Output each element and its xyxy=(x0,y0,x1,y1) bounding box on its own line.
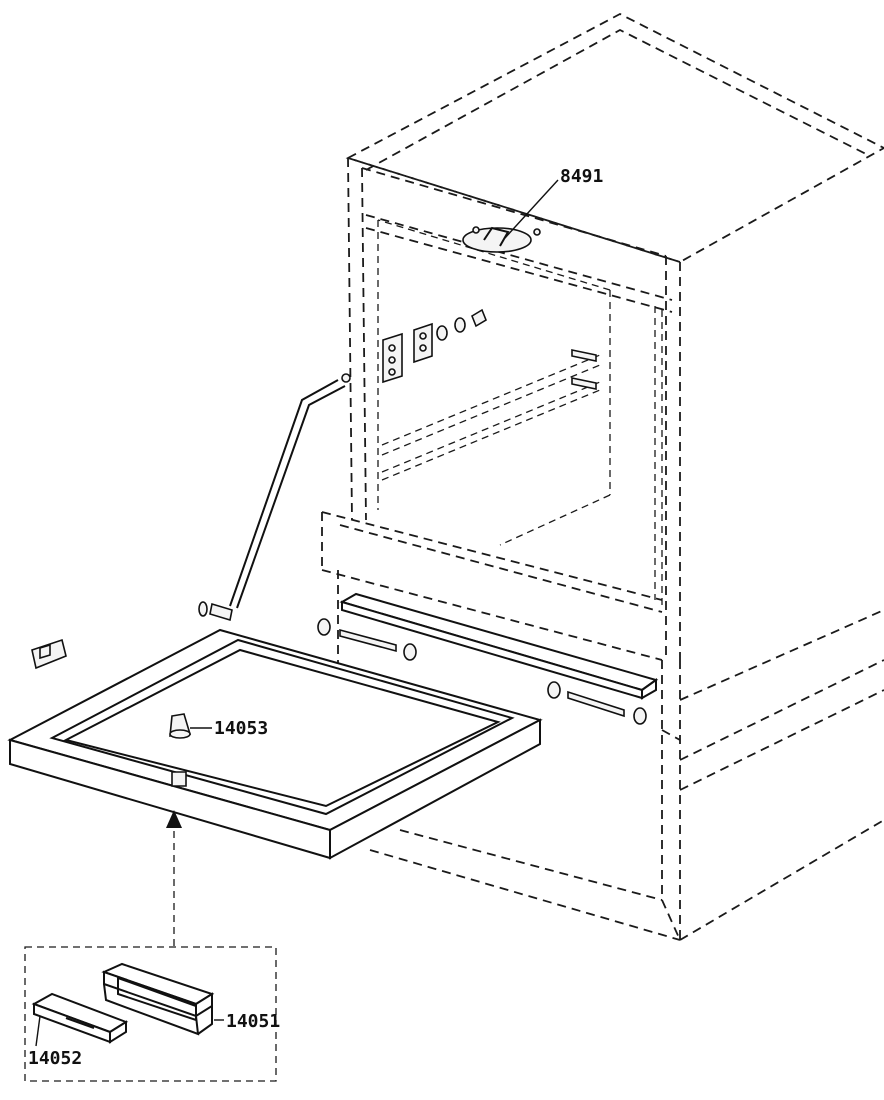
door-clip xyxy=(31,638,67,670)
part-14053-knob: 14053 xyxy=(169,713,268,787)
arrow-up-icon xyxy=(166,810,182,946)
callout-14053: 14053 xyxy=(214,718,268,739)
cabinet-outline xyxy=(321,12,884,941)
support-rod xyxy=(198,373,351,622)
hinge-assembly xyxy=(382,308,597,390)
bracket-rail xyxy=(317,592,659,725)
part-14052-insert: 14052 xyxy=(28,992,129,1069)
door-frame xyxy=(7,628,543,860)
handle-inset: 14051 14052 xyxy=(24,946,280,1082)
callout-14051: 14051 xyxy=(226,1011,280,1032)
callout-14052: 14052 xyxy=(28,1048,82,1069)
part-8491-latch: 8491 xyxy=(462,166,603,253)
part-14051-handle: 14051 xyxy=(101,962,280,1036)
callout-8491: 8491 xyxy=(560,166,603,187)
